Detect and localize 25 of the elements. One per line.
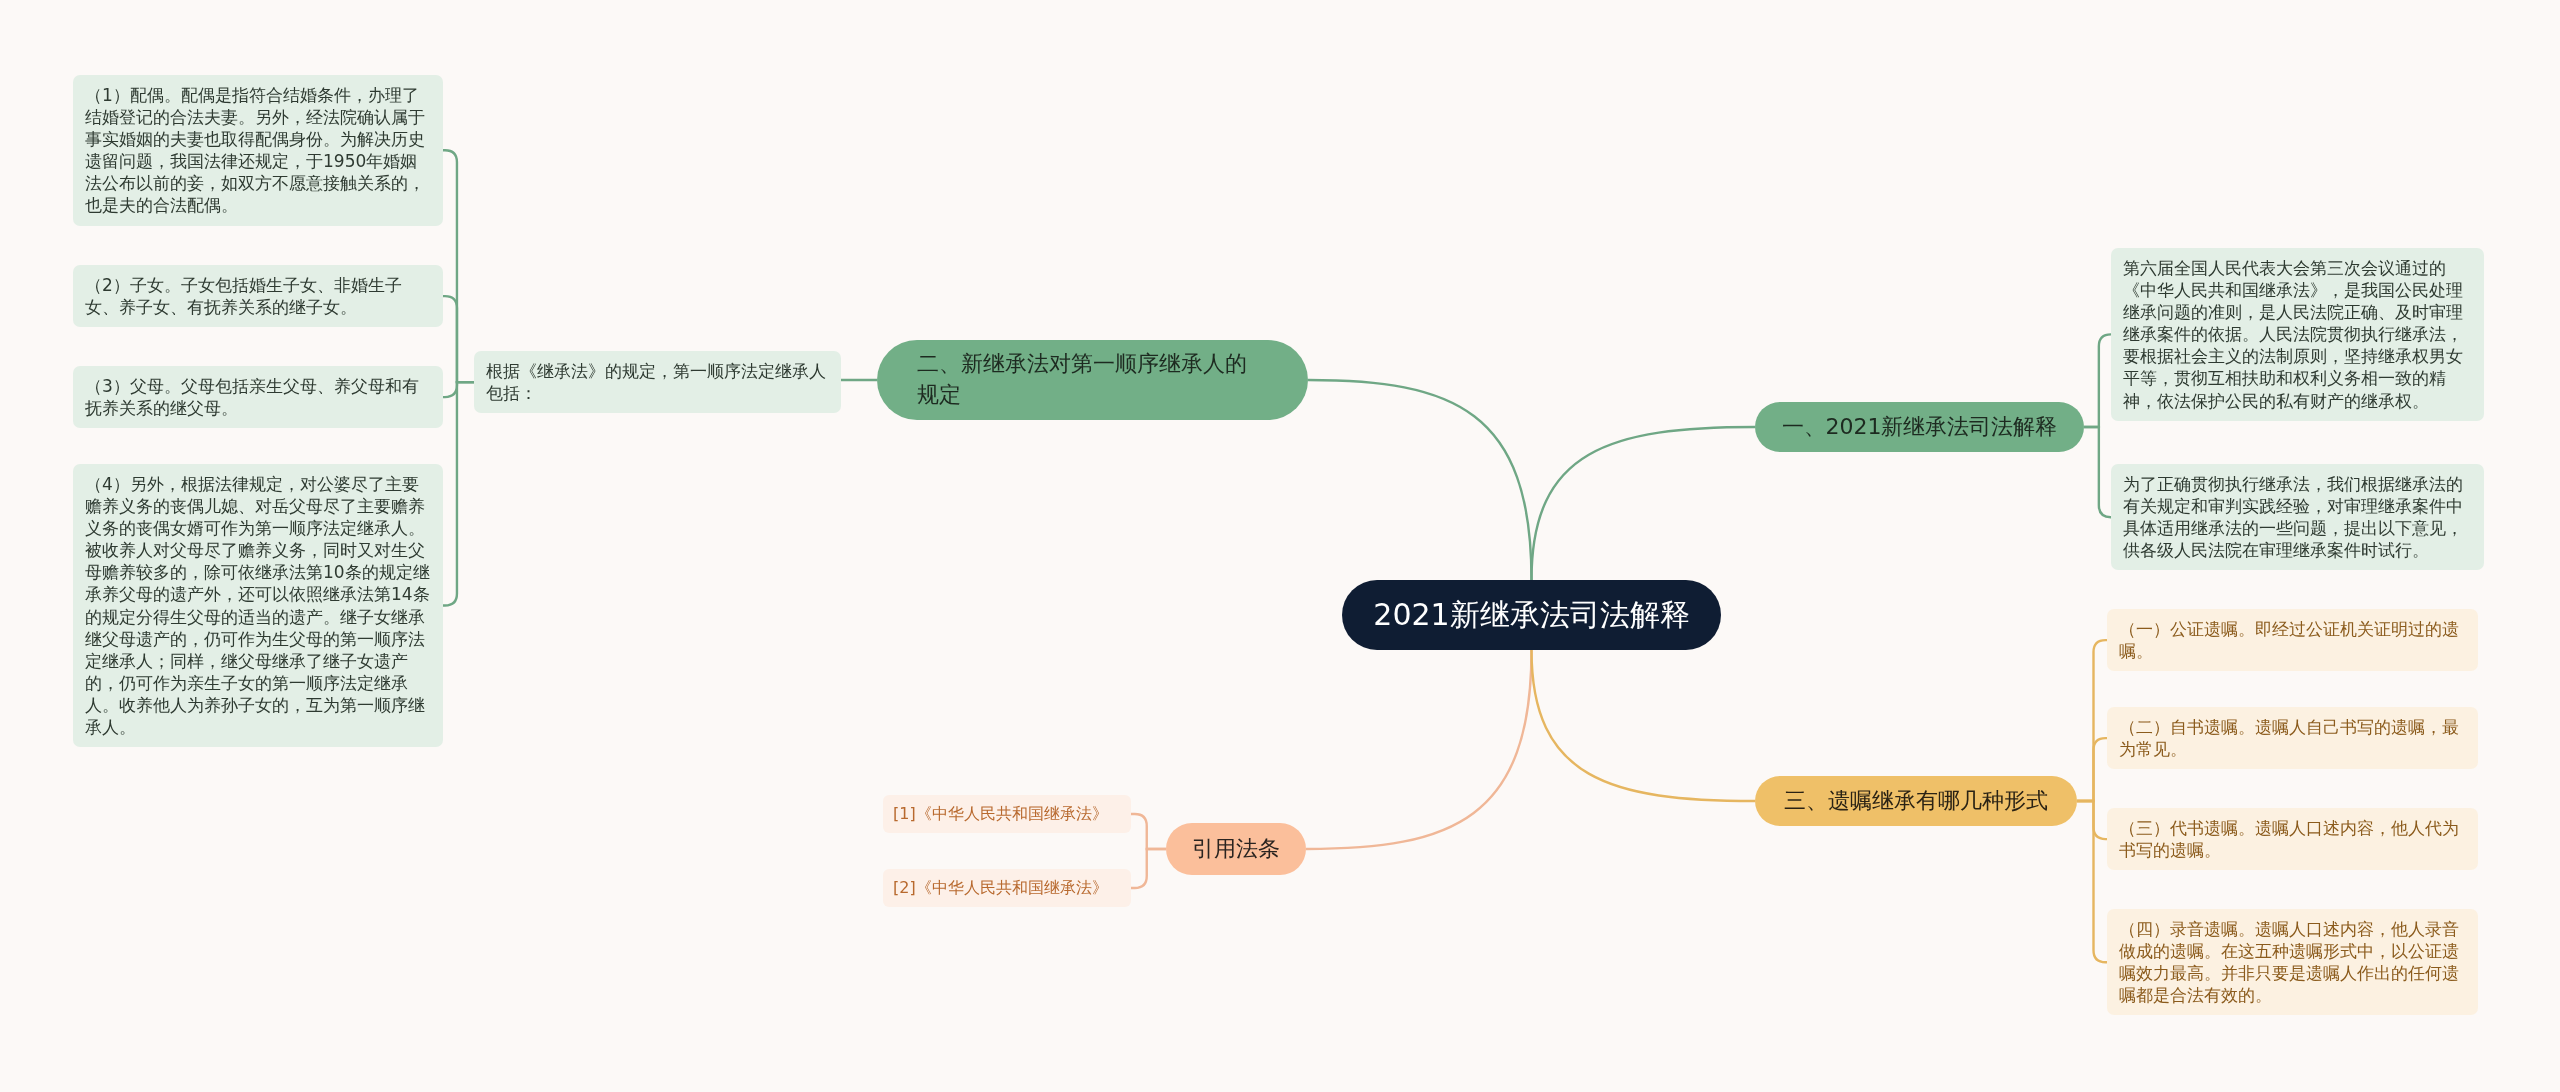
note-card: （三）代书遗嘱。遗嘱人口述内容，他人代为书写的遗嘱。 (2107, 808, 2478, 871)
branch-topic: 三、遗嘱继承有哪几种形式 (1755, 776, 2077, 826)
connector-line (2084, 425, 2113, 519)
connector-line (841, 378, 877, 382)
note-card: （二）自书遗嘱。遗嘱人自己书写的遗嘱，最为常见。 (2107, 707, 2478, 770)
note-card: （1）配偶。配偶是指符合结婚条件，办理了结婚登记的合法夫妻。另外，经法院确认属于事实婚姻的夫妻也取得配偶身份。为解决历史遗留问题，我国法律还规定，于1950年婚姻法公布以前的妾，如双方不愿意接触关系的，也是夫的合法配偶。 (73, 75, 443, 226)
citation-card: [2]《中华人民共和国继承法》 (883, 869, 1131, 907)
note-card: （4）另外，根据法律规定，对公婆尽了主要赡养义务的丧偶儿媳、对岳父母尽了主要赡养义务的丧偶女婿可作为第一顺序法定继承人。被收养人对父母尽了赡养义务，同时又对生父母赡养较多的，除可依继承法第10条的规定继承养父母的遗产外，还可以依照继承法第14条的规定分得生父母的适当的遗产。继子女继承继父母遗产的，仍可作为生父母的第一顺序法定继承人；同样，继父母继承了继子女遗产的，仍可作为亲生子女的第一顺序法定继承人。收养他人为养孙子女的，互为第一顺序继承人。 (73, 464, 443, 748)
note-card: （2）子女。子女包括婚生子女、非婚生子女、养子女、有抚养关系的继子女。 (73, 265, 443, 328)
note-card: （一）公证遗嘱。即经过公证机关证明过的遗嘱。 (2107, 609, 2478, 672)
citation-card: [1]《中华人民共和国继承法》 (883, 795, 1131, 833)
connector-line (1530, 425, 1755, 581)
connector-line (1530, 649, 1755, 803)
connector-line (1131, 847, 1166, 890)
note-card: （3）父母。父母包括亲生父母、养父母和有抚养关系的继父母。 (73, 366, 443, 429)
note-card: （四）录音遗嘱。遗嘱人口述内容，他人录音做成的遗嘱。在这五种遗嘱形式中，以公证遗嘱效力最高。并非只要是遗嘱人作出的任何遗嘱都是合法有效的。 (2107, 909, 2478, 1016)
note-card: 根据《继承法》的规定，第一顺序法定继承人包括： (474, 351, 841, 414)
connector-line (2077, 799, 2108, 964)
note-card: 为了正确贯彻执行继承法，我们根据继承法的有关规定和审判实践经验，对审理继承案件中具体适用继承法的一些问题，提出以下意见，供各级人民法院在审理继承案件时试行。 (2111, 464, 2484, 571)
central-topic: 2021新继承法司法解释 (1342, 580, 1721, 650)
connector-line (443, 380, 474, 607)
branch-topic: 一、2021新继承法司法解释 (1755, 402, 2084, 452)
note-card: 第六届全国人民代表大会第三次会议通过的《中华人民共和国继承法》，是我国公民处理继承问题的准则，是人民法院正确、及时审理继承案件的依据。人民法院贯彻执行继承法，要根据社会主义的法制原则，坚持继承权男女平等，贯彻互相扶助和权利义务相一致的精神，依法保护公民的私有财产的继承权。 (2111, 248, 2484, 421)
branch-topic: 引用法条 (1166, 823, 1306, 875)
branch-topic: 二、新继承法对第一顺序继承人的规定 (877, 340, 1308, 420)
